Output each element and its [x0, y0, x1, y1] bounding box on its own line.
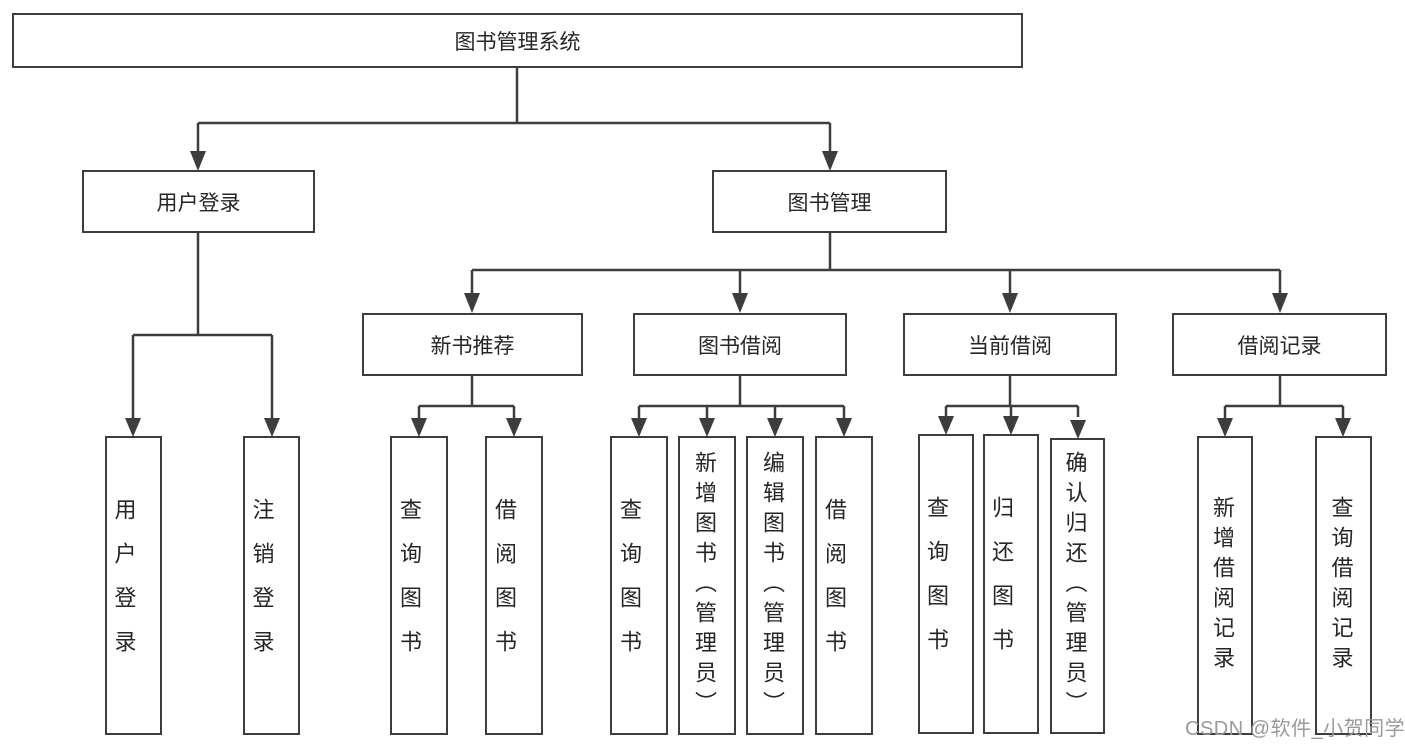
- node-user-login: 用户登录: [82, 170, 315, 233]
- leaf-add-book-admin: 新增图书（管理员）: [678, 436, 736, 735]
- leaf-query-books-recommend: 查询图书: [390, 436, 448, 735]
- leaf-user-login-label: 用户登录: [111, 497, 137, 674]
- leaf-edit-book-admin-label: 编辑图书（管理员）: [760, 450, 785, 721]
- leaf-return-book: 归还图书: [983, 434, 1039, 734]
- node-library-system: 图书管理系统: [12, 13, 1023, 68]
- node-book-borrowing: 图书借阅: [633, 313, 847, 376]
- node-book-management-label: 图书管理: [787, 191, 872, 215]
- node-user-login-label: 用户登录: [156, 191, 241, 215]
- leaf-add-borrow-record-label: 新增借阅记录: [1210, 495, 1235, 676]
- leaf-query-books-current: 查询图书: [918, 434, 974, 734]
- leaf-borrow-books-borrowing-label: 借阅图书: [822, 497, 847, 674]
- leaf-return-book-label: 归还图书: [989, 496, 1014, 672]
- node-book-borrowing-label: 图书借阅: [698, 334, 782, 358]
- node-book-management: 图书管理: [712, 170, 947, 233]
- leaf-query-borrow-record: 查询借阅记录: [1315, 436, 1372, 735]
- node-library-system-label: 图书管理系统: [454, 30, 581, 54]
- node-new-book-recommend-label: 新书推荐: [430, 334, 515, 358]
- leaf-confirm-return-admin: 确认归还（管理员）: [1050, 438, 1105, 734]
- node-current-borrowing-label: 当前借阅: [968, 334, 1052, 358]
- leaf-borrow-books-borrowing: 借阅图书: [815, 436, 873, 735]
- csdn-watermark: CSDN @软件_小贺同学: [1185, 718, 1405, 740]
- leaf-logout-label: 注销登录: [249, 497, 275, 674]
- node-current-borrowing: 当前借阅: [903, 313, 1117, 376]
- leaf-borrow-books-recommend: 借阅图书: [485, 436, 543, 735]
- leaf-query-books-borrowing: 查询图书: [610, 436, 668, 735]
- leaf-logout: 注销登录: [243, 436, 300, 735]
- leaf-add-borrow-record: 新增借阅记录: [1197, 436, 1253, 735]
- node-borrowing-records: 借阅记录: [1172, 313, 1387, 376]
- leaf-edit-book-admin: 编辑图书（管理员）: [746, 436, 804, 735]
- node-new-book-recommend: 新书推荐: [362, 313, 583, 376]
- leaf-confirm-return-admin-label: 确认归还（管理员）: [1062, 451, 1088, 721]
- leaf-query-books-borrowing-label: 查询图书: [617, 497, 642, 674]
- leaf-borrow-books-recommend-label: 借阅图书: [492, 497, 517, 674]
- leaf-query-borrow-record-label: 查询借阅记录: [1328, 495, 1354, 676]
- leaf-user-login: 用户登录: [105, 436, 162, 735]
- node-borrowing-records-label: 借阅记录: [1237, 334, 1322, 358]
- leaf-query-books-recommend-label: 查询图书: [397, 497, 422, 674]
- leaf-query-books-current-label: 查询图书: [924, 496, 949, 672]
- leaf-add-book-admin-label: 新增图书（管理员）: [692, 450, 717, 721]
